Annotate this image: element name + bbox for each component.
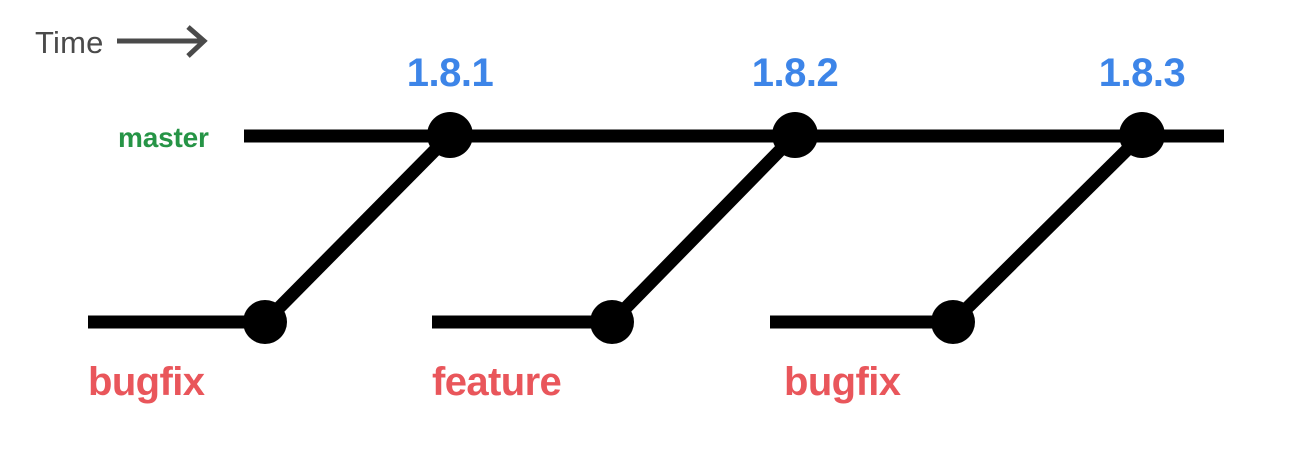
commit-node-feature[interactable] (590, 300, 634, 344)
commit-node-bugfix-2[interactable] (931, 300, 975, 344)
version-tag-1-8-3: 1.8.3 (1098, 51, 1186, 95)
branch-label-bugfix-2: bugfix (784, 360, 901, 404)
commit-node-1-8-2[interactable] (772, 112, 818, 158)
commit-node-bugfix-1[interactable] (243, 300, 287, 344)
branch-label-bugfix-1: bugfix (88, 360, 205, 404)
version-tag-1-8-1: 1.8.1 (406, 51, 494, 95)
master-branch-label: master (118, 122, 209, 153)
version-tag-1-8-2: 1.8.2 (751, 51, 839, 95)
merge-line-bugfix-1 (260, 130, 455, 327)
time-arrow-icon (117, 25, 208, 58)
merge-line-bugfix-2 (948, 130, 1147, 327)
commit-node-1-8-3[interactable] (1119, 112, 1165, 158)
merge-line-feature (607, 130, 800, 327)
commit-node-1-8-1[interactable] (427, 112, 473, 158)
branch-label-feature: feature (432, 360, 562, 404)
time-axis-label: Time (35, 25, 104, 60)
